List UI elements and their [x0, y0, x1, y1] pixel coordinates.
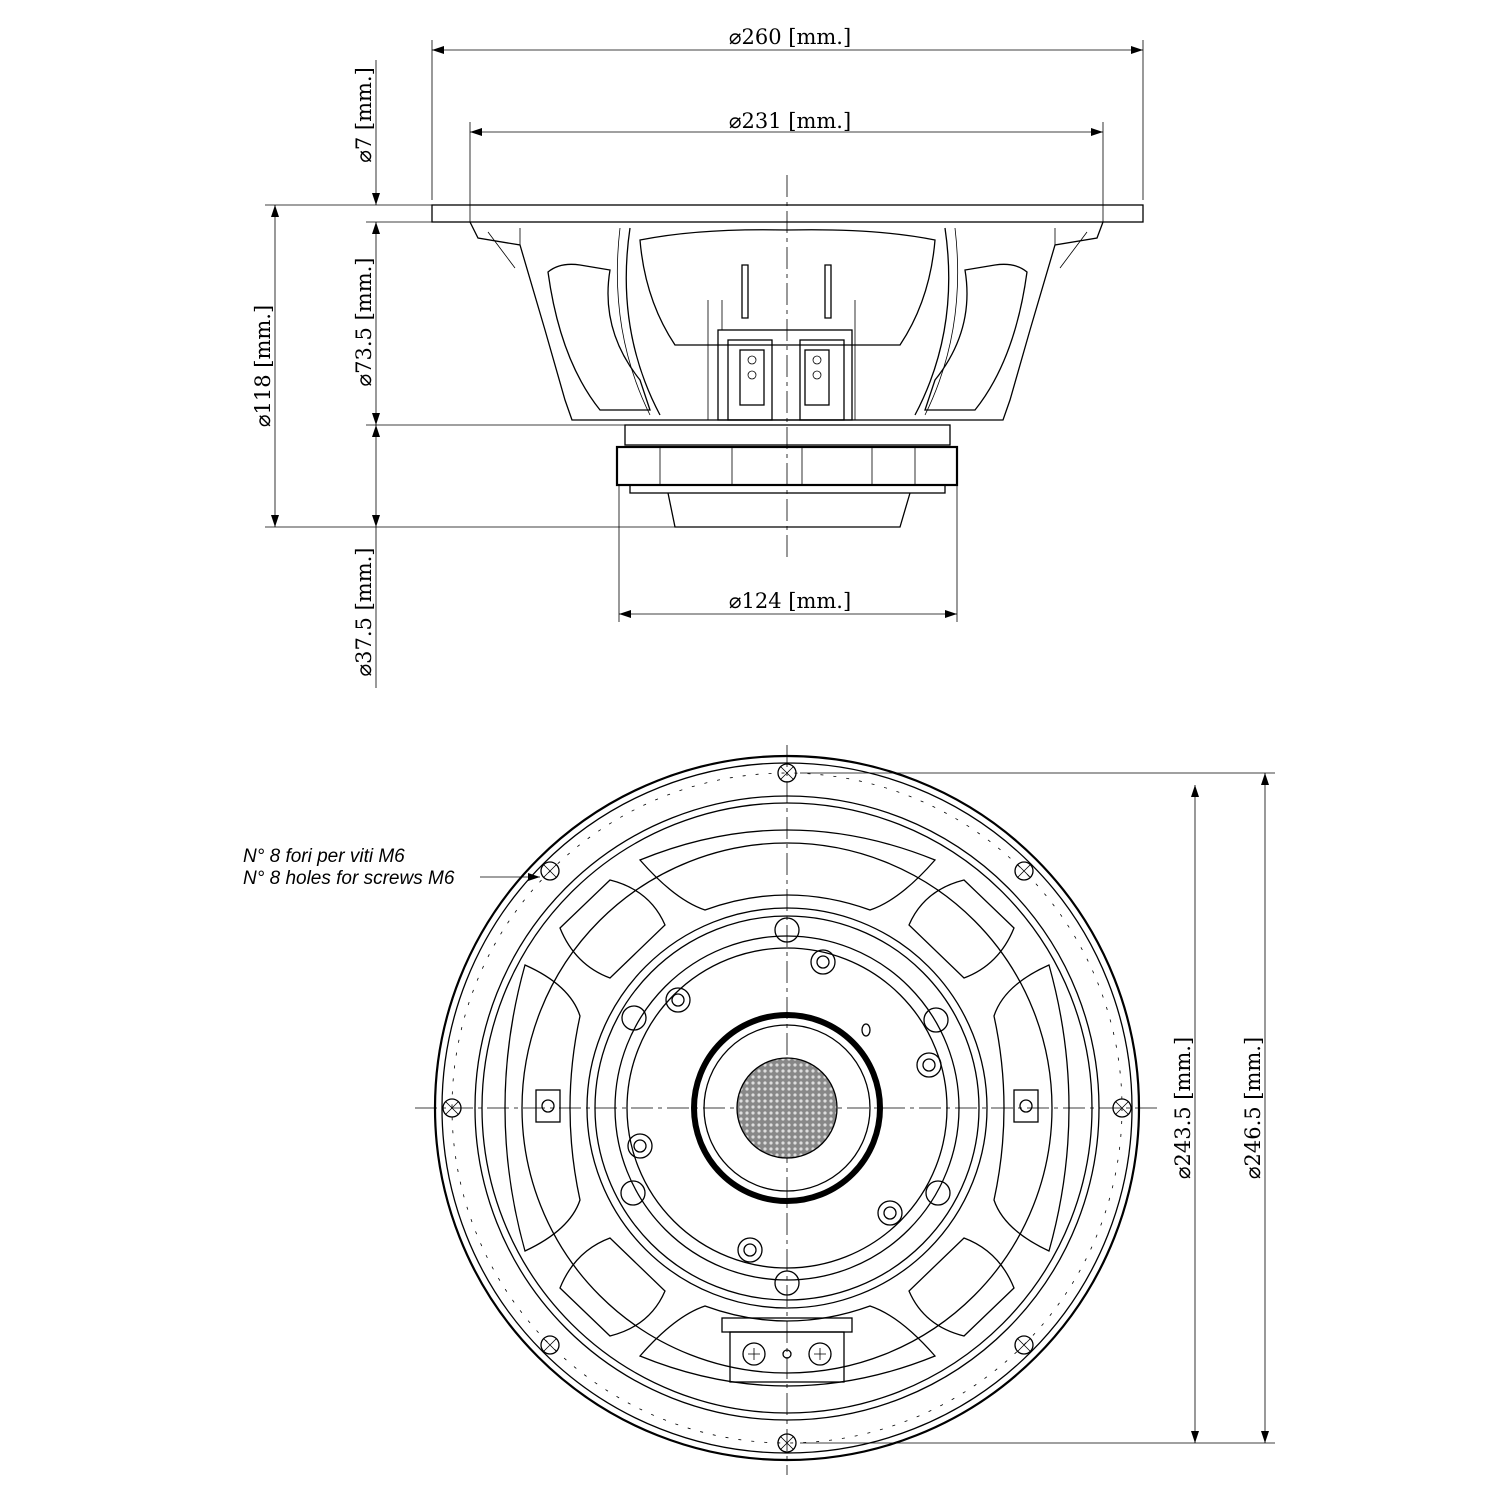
rear-dimensions: ⌀243.5 [mm.] ⌀246.5 [mm.] N° 8 fori per …	[243, 772, 1275, 1444]
terminal-block	[721, 1317, 853, 1383]
back-plate	[667, 492, 911, 528]
note-holes-italian: N° 8 fori per viti M6	[243, 846, 405, 867]
dim-flange-diameter: ⌀260 [mm.]	[729, 25, 851, 49]
vent-mesh	[736, 1057, 838, 1159]
side-dimensions: ⌀260 [mm.] ⌀231 [mm.] ⌀7 [mm.] ⌀73.5 [mm…	[251, 25, 1144, 688]
flange-outline	[433, 754, 1141, 1462]
basket	[469, 221, 1104, 421]
rear-view	[415, 745, 1160, 1475]
note-holes-english: N° 8 holes for screws M6	[243, 868, 455, 889]
dim-bolt-circle-diameter: ⌀246.5 [mm.]	[1241, 1037, 1265, 1179]
dim-basket-depth: ⌀73.5 [mm.]	[352, 258, 376, 387]
dim-cutout-diameter: ⌀243.5 [mm.]	[1171, 1037, 1195, 1179]
flange	[431, 204, 1144, 223]
dim-magnet-depth: ⌀37.5 [mm.]	[352, 548, 376, 677]
side-view	[431, 175, 1144, 560]
pole-ring	[691, 1012, 883, 1204]
dim-flange-thickness: ⌀7 [mm.]	[352, 67, 376, 163]
dim-magnet-diameter: ⌀124 [mm.]	[729, 589, 851, 613]
top-plate	[624, 424, 951, 446]
mounting-holes	[442, 763, 1132, 1453]
dim-overall-depth: ⌀118 [mm.]	[251, 305, 275, 427]
dim-basket-diameter: ⌀231 [mm.]	[729, 109, 851, 133]
